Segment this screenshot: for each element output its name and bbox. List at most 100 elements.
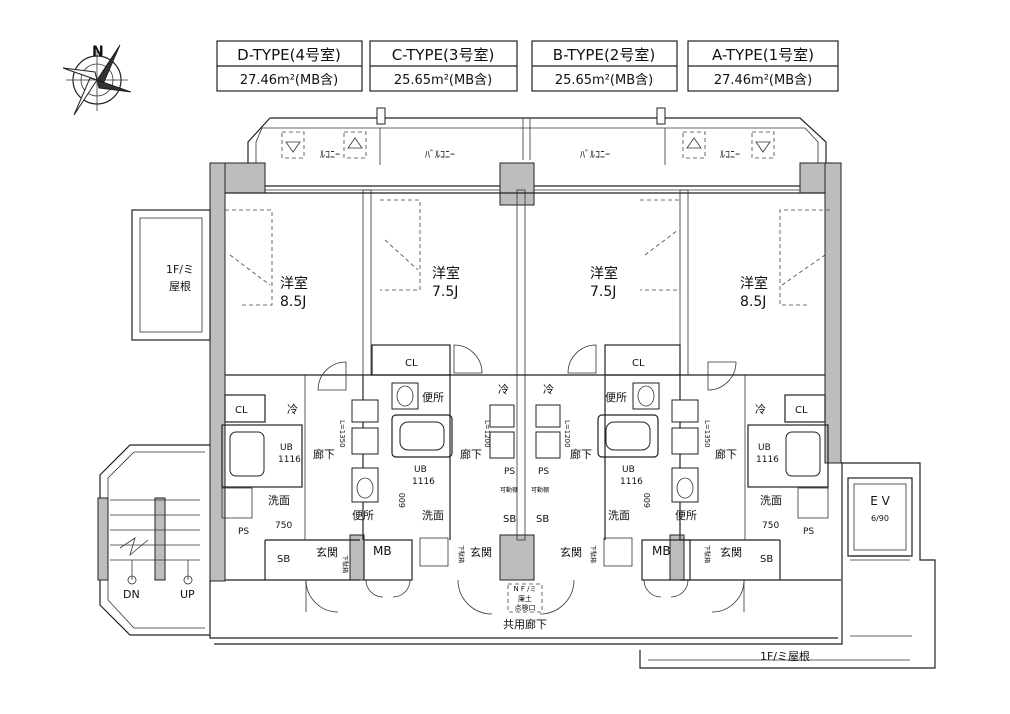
unit-bath-label: UB xyxy=(622,465,635,475)
unit-bath-label: UB xyxy=(280,443,293,453)
dim-label: 600 xyxy=(643,493,652,508)
stair-up-label: UP xyxy=(180,588,195,601)
sb-label: SB xyxy=(760,554,773,565)
door-swings xyxy=(305,344,745,615)
room-label: 洋室 xyxy=(280,275,308,292)
sb-label: SB xyxy=(536,514,549,525)
balcony-label: ﾊﾞﾙｺﾆｰ xyxy=(580,149,610,161)
closet-label: CL xyxy=(405,358,418,369)
shoe-label: 下駄箱 xyxy=(341,555,349,573)
elevator xyxy=(847,477,913,561)
entrance-label: 玄関 xyxy=(470,545,492,559)
ps-label: PS xyxy=(538,467,549,477)
building-outline xyxy=(225,192,841,581)
unit-area: 25.65m²(MB含) xyxy=(555,72,653,88)
ps-label: PS xyxy=(803,527,814,537)
shared-corridor-label: 共用廊下 xyxy=(503,617,547,631)
unit-type: D-TYPE(4号室) xyxy=(237,46,341,64)
toilet-label: 便所 xyxy=(605,391,627,404)
dim-label: 600 xyxy=(398,493,407,508)
roof-label: 1F/ミ xyxy=(166,263,194,276)
unit-bath-size: 1116 xyxy=(412,477,435,487)
dim-label: 750 xyxy=(762,521,779,531)
corridor-outline xyxy=(209,462,936,669)
corridor-label: 廊下 xyxy=(715,447,737,461)
toilet-label: 便所 xyxy=(422,391,444,404)
unit-header-c: C-TYPE(3号室) 25.65m²(MB含) xyxy=(369,40,518,92)
shoe-label: 下駄箱 xyxy=(703,545,711,563)
inspection-label: 廉土 xyxy=(518,594,532,603)
ev-label: E V xyxy=(870,494,890,508)
dim-label: L=1350 xyxy=(703,420,711,448)
unit-bath-size: 1116 xyxy=(620,477,643,487)
unit-type: A-TYPE(1号室) xyxy=(712,46,814,64)
fridge-label: 冷 xyxy=(287,403,298,416)
unit-bath-size: 1116 xyxy=(278,455,301,465)
north-label: N xyxy=(92,44,104,60)
closet-label: CL xyxy=(632,358,645,369)
room-label: 洋室 xyxy=(590,265,618,282)
room-size: 7.5J xyxy=(590,284,616,300)
closet-label: CL xyxy=(795,405,808,416)
dim-label: L=1200 xyxy=(483,420,491,448)
toilet-label: 便所 xyxy=(675,509,697,522)
entrance-label: 玄関 xyxy=(720,545,742,559)
corridor-label: 廊下 xyxy=(460,447,482,461)
inspection-label: N F /ミ xyxy=(513,585,536,593)
staircase xyxy=(97,444,210,636)
compass-icon xyxy=(62,44,132,116)
room-label: 洋室 xyxy=(432,265,460,282)
dim-label: L=1200 xyxy=(563,420,571,448)
corridor-label: 廊下 xyxy=(570,447,592,461)
entrance-label: 玄関 xyxy=(316,545,338,559)
roof-label: 1F/ミ屋根 xyxy=(760,649,810,663)
balcony-label: ﾙｺﾆｰ xyxy=(320,150,340,161)
unit-bath-label: UB xyxy=(758,443,771,453)
ev-capacity: 6/90 xyxy=(871,514,889,523)
fridge-label: 冷 xyxy=(498,383,509,396)
sb-label: SB xyxy=(503,514,516,525)
unit-area: 27.46m²(MB含) xyxy=(714,72,812,88)
movable-shelf-label: 可動棚 xyxy=(500,486,518,494)
bedroom-furniture-outline xyxy=(225,199,830,306)
balcony-outline xyxy=(247,107,827,191)
unit-bath-label: UB xyxy=(414,465,427,475)
ac-outdoor-unit-icon xyxy=(281,131,775,159)
washroom-label: 洗面 xyxy=(268,494,290,507)
movable-shelf-label: 可動棚 xyxy=(531,486,549,494)
fridge-label: 冷 xyxy=(543,383,554,396)
mb-label: MB xyxy=(373,544,392,558)
room-label: 洋室 xyxy=(740,275,768,292)
room-size: 7.5J xyxy=(432,284,458,300)
unit-type: B-TYPE(2号室) xyxy=(553,46,655,64)
unit-bath-size: 1116 xyxy=(756,455,779,465)
ps-label: PS xyxy=(238,527,249,537)
corridor-label: 廊下 xyxy=(313,447,335,461)
closet-label: CL xyxy=(235,405,248,416)
room-size: 8.5J xyxy=(280,294,306,310)
balcony-label: ﾙｺﾆｰ xyxy=(720,150,740,161)
unit-header-b: B-TYPE(2号室) 25.65m²(MB含) xyxy=(531,40,678,92)
inspection-label: 点検口 xyxy=(515,603,536,612)
unit-header-d: D-TYPE(4号室) 27.46m²(MB含) xyxy=(216,40,363,92)
structural-walls xyxy=(209,162,842,582)
room-size: 8.5J xyxy=(740,294,766,310)
sb-label: SB xyxy=(277,554,290,565)
roof-label: 屋根 xyxy=(169,279,191,293)
unit-header-a: A-TYPE(1号室) 27.46m²(MB含) xyxy=(687,40,839,92)
fridge-label: 冷 xyxy=(755,403,766,416)
unit-area: 25.65m²(MB含) xyxy=(394,72,492,88)
mb-label: MB xyxy=(652,544,671,558)
stair-down-label: DN xyxy=(123,588,140,601)
ps-label: PS xyxy=(504,467,515,477)
washroom-label: 洗面 xyxy=(760,494,782,507)
shoe-label: 下駄箱 xyxy=(457,545,465,563)
dim-label: L=1350 xyxy=(338,420,346,448)
unit-area: 27.46m²(MB含) xyxy=(240,72,338,88)
shoe-label: 下駄箱 xyxy=(589,545,597,563)
dim-label: 750 xyxy=(275,521,292,531)
washroom-label: 洗面 xyxy=(422,509,444,522)
unit-type: C-TYPE(3号室) xyxy=(392,46,495,64)
toilet-label: 便所 xyxy=(352,509,374,522)
